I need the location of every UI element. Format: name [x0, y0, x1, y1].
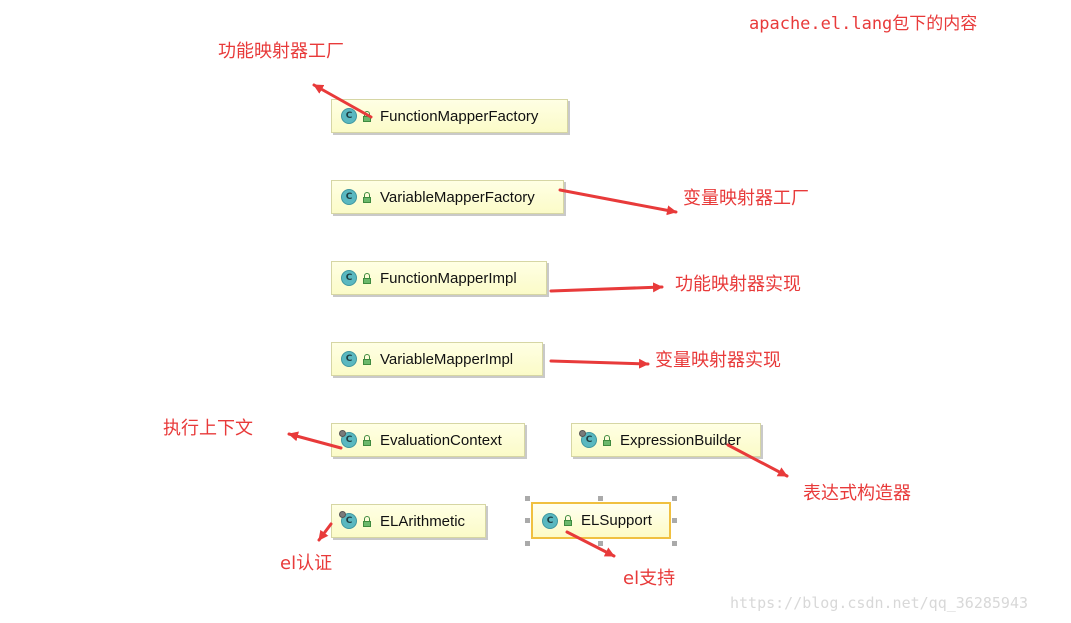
annotation-evaluation-context: 执行上下文: [163, 418, 253, 439]
abstract-class-icon: C: [339, 511, 357, 529]
abstract-class-icon: C: [339, 430, 357, 448]
class-icon: C: [341, 351, 357, 367]
public-access-icon: [564, 515, 572, 526]
annotation-el-support: el支持: [623, 568, 676, 589]
class-el-arithmetic[interactable]: C ELArithmetic: [331, 504, 486, 538]
selection-handle[interactable]: [672, 518, 677, 523]
class-name: FunctionMapperFactory: [380, 107, 539, 125]
selection-handle[interactable]: [598, 496, 603, 501]
class-evaluation-context[interactable]: C EvaluationContext: [331, 423, 525, 457]
class-name: FunctionMapperImpl: [380, 269, 517, 287]
arrow-el-arithmetic: [317, 522, 333, 542]
arrow-variable-mapper-impl: [549, 358, 650, 369]
class-function-mapper-impl[interactable]: C FunctionMapperImpl: [331, 261, 547, 295]
arrow-el-support: [565, 530, 616, 558]
class-icon: C: [542, 512, 558, 529]
class-variable-mapper-impl[interactable]: C VariableMapperImpl: [331, 342, 543, 376]
selection-handle[interactable]: [672, 496, 677, 501]
arrow-expression-builder: [726, 443, 789, 478]
arrow-variable-mapper-factory: [558, 188, 678, 216]
class-name: EvaluationContext: [380, 431, 502, 449]
selection-handle[interactable]: [525, 518, 530, 523]
arrow-function-mapper-impl: [549, 282, 664, 293]
annotation-function-mapper-impl: 功能映射器实现: [675, 274, 801, 295]
public-access-icon: [363, 272, 371, 284]
class-icon: C: [341, 270, 357, 286]
class-name: ExpressionBuilder: [620, 431, 741, 449]
class-name: VariableMapperImpl: [380, 350, 514, 368]
annotation-variable-mapper-impl: 变量映射器实现: [655, 350, 781, 371]
public-access-icon: [363, 191, 371, 203]
class-expression-builder[interactable]: C ExpressionBuilder: [571, 423, 761, 457]
abstract-class-icon: C: [579, 430, 597, 448]
selection-handle[interactable]: [525, 496, 530, 501]
diagram-title: apache.el.lang包下的内容: [749, 14, 978, 34]
selection-handle[interactable]: [525, 541, 530, 546]
annotation-expression-builder: 表达式构造器: [803, 483, 911, 504]
class-icon: C: [341, 189, 357, 205]
public-access-icon: [363, 515, 371, 527]
class-variable-mapper-factory[interactable]: C VariableMapperFactory: [331, 180, 564, 214]
annotation-function-mapper-factory: 功能映射器工厂: [218, 41, 344, 62]
watermark: https://blog.csdn.net/qq_36285943: [730, 594, 1029, 612]
arrow-evaluation-context: [287, 431, 343, 450]
class-name: ELArithmetic: [380, 512, 466, 530]
class-name: ELSupport: [581, 512, 652, 529]
annotation-variable-mapper-factory: 变量映射器工厂: [683, 188, 809, 209]
class-el-support[interactable]: C ELSupport: [531, 502, 671, 539]
class-name: VariableMapperFactory: [380, 188, 535, 206]
public-access-icon: [363, 434, 371, 446]
annotation-el-arithmetic: el认证: [280, 553, 333, 574]
selection-handle[interactable]: [598, 541, 603, 546]
arrow-function-mapper-factory: [312, 83, 373, 119]
selection-handle[interactable]: [672, 541, 677, 546]
public-access-icon: [603, 434, 611, 446]
class-icon: C: [341, 108, 357, 124]
public-access-icon: [363, 353, 371, 365]
